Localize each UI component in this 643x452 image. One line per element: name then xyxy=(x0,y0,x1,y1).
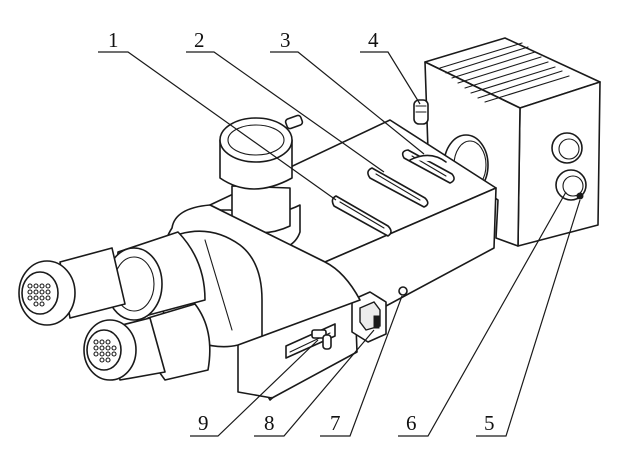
callout-4: 4 xyxy=(368,28,379,52)
side-switch xyxy=(351,291,387,343)
callout-1: 1 xyxy=(108,28,119,52)
callout-9: 9 xyxy=(198,411,209,435)
callout-3: 3 xyxy=(280,28,291,52)
slider-2 xyxy=(367,167,429,208)
indicator-hole xyxy=(398,286,408,296)
binocular-head xyxy=(155,204,361,348)
side-slot-pin xyxy=(285,323,336,359)
vent-slots xyxy=(439,42,570,103)
eyepiece-grid-upper xyxy=(27,283,51,307)
adjustment-knobs xyxy=(551,132,587,201)
eyepiece-grid-lower xyxy=(93,339,117,363)
callout-7: 7 xyxy=(330,411,341,435)
callout-2: 2 xyxy=(194,28,205,52)
slider-3 xyxy=(401,149,455,184)
callout-5: 5 xyxy=(484,411,495,435)
callout-8: 8 xyxy=(264,411,275,435)
callout-6: 6 xyxy=(406,411,417,435)
side-screw-knob xyxy=(413,99,429,125)
slider-slots xyxy=(331,149,455,237)
eyepiece-lower xyxy=(83,303,211,381)
eyepiece-upper xyxy=(18,231,206,326)
leader-lines xyxy=(98,51,581,437)
callout-labels: 1 2 3 4 5 6 7 8 9 xyxy=(108,28,495,435)
